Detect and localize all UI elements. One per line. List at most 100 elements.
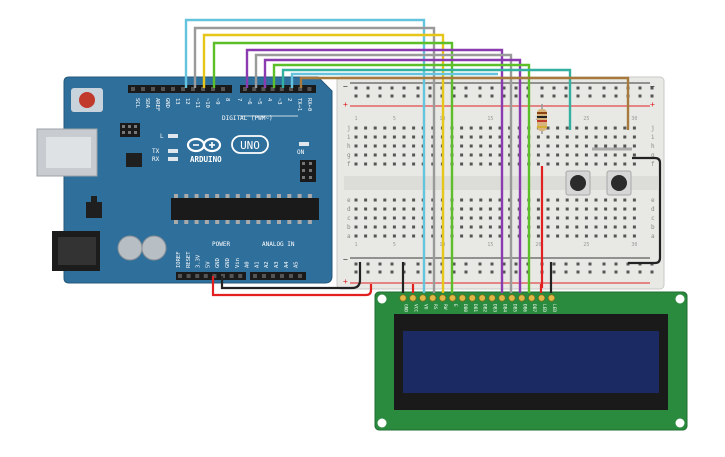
header-pin[interactable]: [229, 274, 234, 278]
header-pin[interactable]: [262, 274, 266, 278]
wire-green-db7[interactable]: [272, 63, 531, 293]
push-button-2[interactable]: [606, 170, 632, 196]
rail-hole: [378, 262, 382, 266]
wire-black-gnd[interactable]: [220, 262, 362, 290]
breadboard-hole: [373, 135, 377, 139]
header-pin[interactable]: [131, 87, 135, 91]
wire-gray-db5[interactable]: [254, 53, 513, 293]
wire-red-5v[interactable]: [211, 276, 373, 297]
rail-minus-top: −: [343, 82, 348, 91]
header-pin[interactable]: [141, 87, 145, 91]
led-tx-label: TX: [152, 148, 160, 155]
header-pin[interactable]: [298, 274, 302, 278]
header-pin[interactable]: [203, 274, 208, 278]
lcd-pin[interactable]: [458, 294, 466, 302]
header-pin[interactable]: [212, 274, 217, 278]
wire-black-gnd-right[interactable]: [628, 156, 662, 265]
header-pin[interactable]: [151, 87, 155, 91]
breadboard-hole: [508, 162, 512, 166]
wire-blue[interactable]: [290, 72, 498, 88]
breadboard-hole: [383, 162, 387, 166]
breadboard-hole: [479, 207, 483, 211]
breadboard-hole: [479, 153, 483, 157]
header-pin[interactable]: [253, 274, 257, 278]
rail-hole: [552, 94, 556, 98]
breadboard-hole: [412, 225, 416, 229]
lcd-pin[interactable]: [538, 294, 546, 302]
breadboard-hole: [613, 153, 617, 157]
breadboard-hole: [402, 225, 406, 229]
wire-cyan-rs[interactable]: [184, 18, 426, 293]
header-pin[interactable]: [279, 87, 284, 91]
header-pin[interactable]: [307, 87, 312, 91]
header-pin[interactable]: [171, 87, 175, 91]
wire-gray-e[interactable]: [193, 26, 436, 293]
reset-button[interactable]: [79, 92, 95, 108]
lcd-pin[interactable]: [498, 294, 506, 302]
lcd-pin[interactable]: [409, 294, 417, 302]
push-button-1-cap: [570, 175, 586, 191]
header-pin[interactable]: [238, 274, 243, 278]
resistor[interactable]: [537, 104, 547, 134]
push-button-1[interactable]: [565, 170, 591, 196]
header-pin[interactable]: [270, 87, 275, 91]
lcd-pin[interactable]: [468, 294, 476, 302]
header-pin[interactable]: [289, 87, 293, 91]
header-pin[interactable]: [289, 274, 293, 278]
header-pin[interactable]: [186, 274, 191, 278]
header-pin[interactable]: [221, 87, 225, 91]
lcd-pin[interactable]: [399, 294, 407, 302]
lcd-mount-hole-tl: [377, 294, 387, 304]
header-pin[interactable]: [261, 87, 266, 91]
lcd-pin[interactable]: [448, 294, 456, 302]
lcd-pin[interactable]: [419, 294, 427, 302]
breadboard-hole: [412, 216, 416, 220]
wire-purple-db4[interactable]: [245, 48, 504, 293]
rail-hole: [378, 94, 382, 98]
wire-purple-db6[interactable]: [263, 58, 522, 293]
lcd-pin[interactable]: [547, 294, 555, 302]
lcd-pin[interactable]: [439, 294, 447, 302]
lcd-pin[interactable]: [478, 294, 486, 302]
row-letter: g: [651, 152, 655, 159]
col-number: 30: [631, 116, 637, 122]
lcd-pin[interactable]: [518, 294, 526, 302]
header-pin[interactable]: [191, 87, 195, 91]
wire-brown[interactable]: [299, 76, 630, 130]
breadboard-hole: [584, 207, 588, 211]
lcd-pin[interactable]: [429, 294, 437, 302]
header-pin[interactable]: [201, 87, 205, 91]
breadboard-hole: [469, 162, 473, 166]
header-pin[interactable]: [211, 87, 215, 91]
rail-hole: [602, 94, 606, 98]
row-letter: d: [651, 206, 655, 213]
lcd-pin[interactable]: [488, 294, 496, 302]
breadboard-hole: [508, 234, 512, 238]
wire-teal[interactable]: [281, 68, 572, 130]
header-pin[interactable]: [181, 87, 185, 91]
breadboard-hole: [498, 162, 502, 166]
lcd-pin[interactable]: [508, 294, 516, 302]
wire-yellow[interactable]: [202, 33, 445, 293]
header-pin[interactable]: [298, 87, 303, 91]
breadboard-hole: [469, 225, 473, 229]
breadboard-hole: [556, 126, 560, 130]
header-pin[interactable]: [161, 87, 165, 91]
wire-green[interactable]: [212, 41, 454, 293]
breadboard-hole: [354, 162, 358, 166]
breadboard-hole: [508, 198, 512, 202]
top-pin-label: ~3: [276, 98, 282, 105]
header-pin[interactable]: [271, 274, 275, 278]
breadboard-hole: [402, 198, 406, 202]
header-pin[interactable]: [252, 87, 257, 91]
header-pin[interactable]: [280, 274, 284, 278]
breadboard-hole: [488, 126, 492, 130]
lcd-pin[interactable]: [528, 294, 536, 302]
header-pin[interactable]: [195, 274, 200, 278]
rail-hole: [588, 94, 592, 98]
header-pin[interactable]: [243, 87, 247, 91]
header-pin[interactable]: [178, 274, 182, 278]
